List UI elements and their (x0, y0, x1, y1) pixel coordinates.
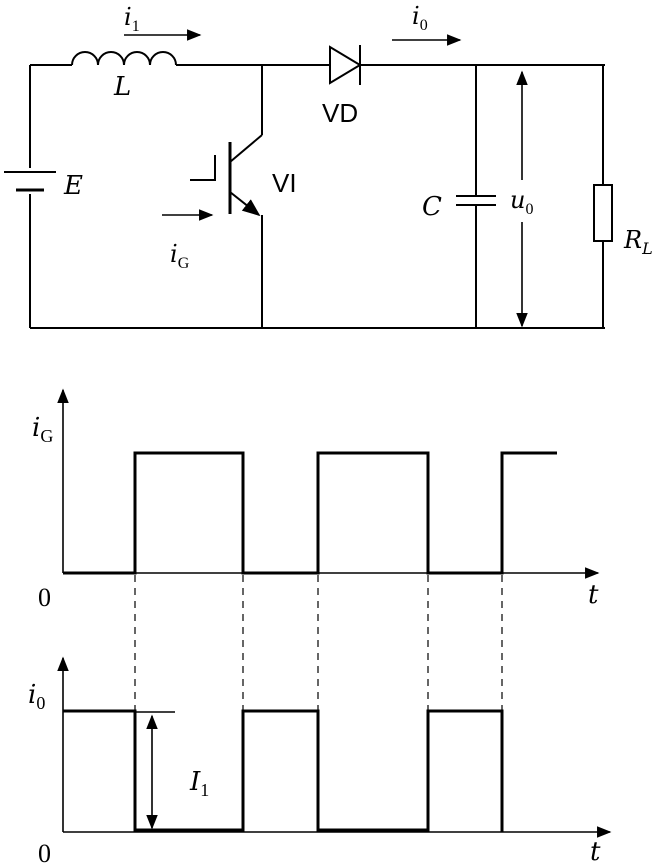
i0-y-label: i0 (28, 680, 45, 713)
diode-triangle (329, 45, 362, 85)
transistor-emitter-arrow (229, 191, 261, 217)
I1-amplitude-label: I1 (189, 767, 209, 800)
alignment-dashes (134, 575, 503, 710)
label-iG: iG (170, 240, 190, 272)
waveform-iG (57, 388, 600, 579)
i0-x-label: t (590, 837, 601, 865)
label-diode: VD (322, 98, 358, 128)
label-switch: VI (272, 168, 297, 198)
label-i0: i0 (412, 2, 428, 34)
load-resistor (593, 184, 613, 242)
transistor-gate (190, 155, 216, 181)
i0-origin-label: 0 (38, 839, 51, 865)
label-i1: i1 (124, 3, 140, 35)
waveform-i0 (57, 656, 612, 838)
iG-y-label: iG (32, 413, 53, 446)
label-inductor: L (113, 72, 131, 102)
i0-pulse-trace (63, 709, 504, 832)
iG-x-label: t (588, 580, 599, 610)
label-capacitor: C (422, 192, 442, 222)
iG-origin-label: 0 (38, 583, 51, 612)
circuit (4, 29, 613, 329)
label-load: RL (623, 226, 653, 258)
label-source: E (63, 171, 83, 201)
inductor-coil (71, 51, 177, 66)
circuit-labels: i1 L i0 VD E VI C u0 RL iG (63, 2, 653, 272)
iG-pulse-trace (63, 451, 557, 575)
label-u0: u0 (510, 186, 533, 218)
transistor-collector (229, 134, 263, 163)
